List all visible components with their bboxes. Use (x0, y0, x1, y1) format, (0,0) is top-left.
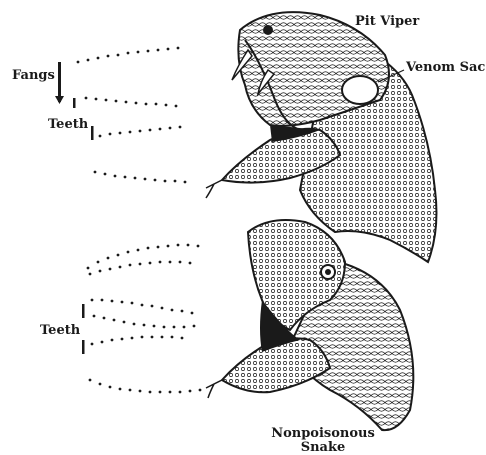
nonpoisonous-dentition-dots (82, 244, 201, 394)
nonpoisonous-label-line1: Nonpoisonous (268, 426, 378, 441)
venom-sac-label: Venom Sac (406, 60, 485, 75)
viper-dentition-dots (55, 47, 186, 184)
pit-viper-head (206, 12, 436, 262)
nonpoisonous-snake-head (206, 220, 413, 430)
pit-viper-label: Pit Viper (355, 14, 419, 29)
teeth-label-bottom: Teeth (40, 323, 80, 338)
teeth-label-top: Teeth (48, 117, 88, 132)
nonpoisonous-label: Nonpoisonous (268, 426, 378, 441)
fangs-label: Fangs (12, 68, 55, 83)
